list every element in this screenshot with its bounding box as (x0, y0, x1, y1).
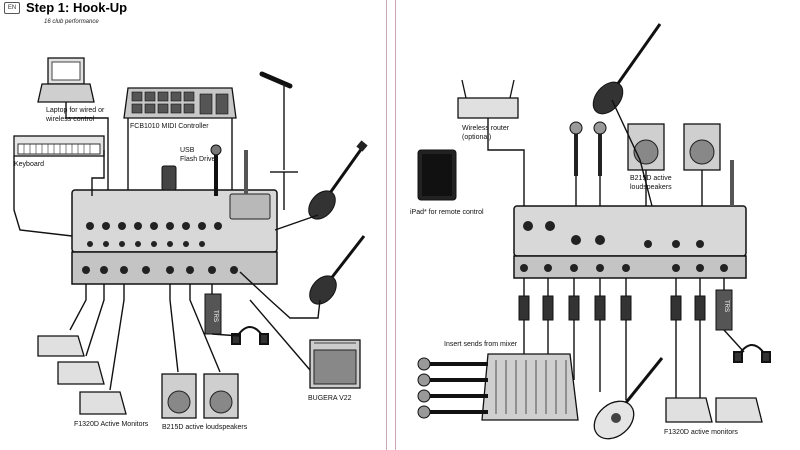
insert-mics (428, 362, 488, 414)
label-loudspeakers-left: B215D active loudspeakers (162, 424, 248, 431)
headphones-right (733, 344, 771, 363)
label-monitors-right: F1320D active monitors (664, 429, 738, 436)
page-divider-left (386, 0, 387, 450)
electric-guitar-top-right (592, 23, 662, 115)
midi-controller-device (123, 87, 237, 119)
label-laptop-line2: wireless control (46, 116, 95, 123)
loudspeakers-right-top (627, 123, 721, 171)
label-laptop-line1: Laptop for wired or (46, 107, 105, 114)
label-monitors-left: F1320D Active Monitors (74, 421, 149, 428)
mic-stand (259, 71, 298, 173)
label-amp: BUGERA V22 (308, 395, 352, 402)
page-header: EN Step 1: Hook-Up (4, 0, 127, 15)
label-usb-line1: USB (180, 147, 195, 154)
page-divider-right (395, 0, 396, 450)
page-subtitle: 16 club performance (44, 19, 99, 25)
insert-cable-sleeves (518, 295, 706, 321)
trs-box-right (715, 289, 733, 331)
bugera-amp (309, 339, 361, 389)
insert-mixer (481, 353, 579, 421)
label-speakers-line1: B215D active (630, 175, 672, 182)
keyboard-device (13, 135, 105, 157)
monitors-left (37, 335, 127, 415)
loudspeakers-left (161, 373, 239, 419)
label-trs-right: TRS (723, 300, 729, 312)
label-trs-left: TRS (212, 310, 218, 322)
label-speakers-line2: loudspeakers (630, 184, 672, 191)
laptop-device (37, 57, 95, 103)
vocal-mics (569, 121, 607, 176)
wireless-router (457, 79, 519, 119)
cables-left (13, 102, 321, 391)
insert-mic-heads (417, 357, 431, 419)
page-title: Step 1: Hook-Up (26, 0, 128, 15)
label-insert-sends: Insert sends from mixer (444, 341, 518, 348)
right-mixer (513, 160, 747, 279)
label-midi-controller: FCB1010 MIDI Controller (130, 123, 209, 130)
electric-guitar-1 (308, 140, 368, 220)
label-keyboard: Keyboard (14, 161, 44, 168)
language-badge: EN (4, 1, 20, 14)
label-usb-line2: Flash Drive (180, 156, 216, 163)
label-router-line2: (optional) (462, 134, 492, 141)
label-router-line1: Wireless router (462, 125, 510, 132)
monitors-right (665, 397, 763, 423)
label-ipad: iPad* for remote control (410, 209, 484, 216)
ipad-device (417, 149, 457, 201)
headphones-left (231, 326, 269, 345)
acoustic-guitar (593, 357, 664, 440)
left-mixer (71, 150, 278, 285)
usb-flash-drive (161, 165, 177, 191)
electric-guitar-2 (309, 235, 366, 305)
